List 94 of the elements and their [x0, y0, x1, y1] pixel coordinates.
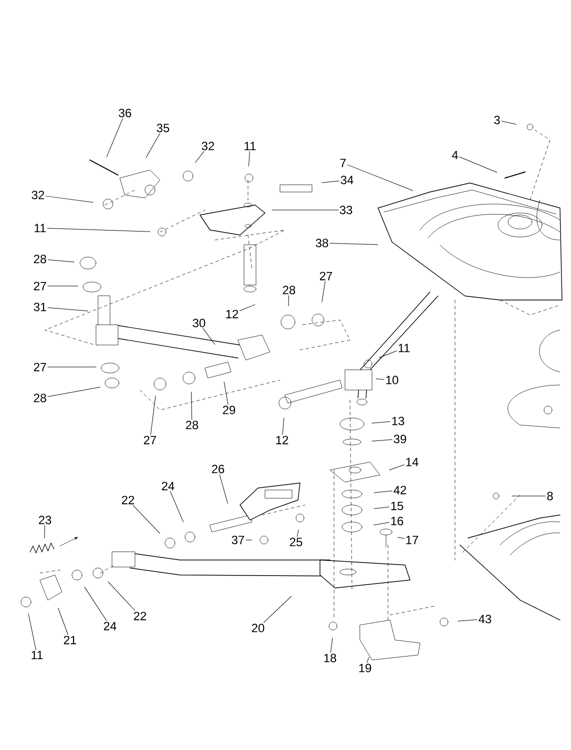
callout-number: 28 — [282, 286, 296, 294]
callout-number: 11 — [34, 224, 46, 232]
leader-line — [46, 196, 94, 203]
leader-line — [398, 537, 404, 539]
callout-number: 22 — [122, 496, 134, 504]
callout-number: 32 — [32, 190, 44, 200]
leader-line — [47, 228, 150, 232]
callout-number: 13 — [392, 416, 404, 426]
leader-line — [28, 614, 36, 650]
leader-line — [48, 386, 100, 397]
leader-line — [170, 491, 184, 522]
leader-line — [84, 586, 107, 621]
leader-line — [48, 307, 88, 312]
callout-number: 37 — [232, 536, 244, 544]
callout-number: 11 — [32, 650, 43, 660]
leader-line — [282, 418, 284, 435]
callout-number: 33 — [340, 206, 352, 214]
leader-line — [224, 382, 228, 405]
callout-number: 19 — [359, 664, 372, 672]
leader-line — [366, 657, 370, 663]
callout-number: 28 — [34, 394, 46, 402]
leader-line — [378, 350, 397, 358]
leader-line — [322, 281, 326, 302]
leader-line — [48, 259, 74, 262]
leader-line — [458, 619, 478, 622]
leader-line — [374, 506, 390, 509]
callout-number: 29 — [222, 406, 236, 414]
callout-number: 27 — [34, 362, 46, 372]
callout-number: 30 — [192, 318, 206, 328]
leader-line — [202, 328, 216, 345]
leader-line — [501, 120, 517, 125]
callout-number: 10 — [386, 376, 398, 384]
callout-number: 27 — [144, 436, 156, 444]
callout-number: 38 — [316, 238, 328, 248]
leader-line — [219, 474, 228, 504]
callout-number: 17 — [406, 536, 418, 544]
leader-line — [322, 180, 340, 183]
callout-number: 43 — [478, 614, 492, 624]
callout-number: 3 — [494, 116, 500, 124]
callout-number: 11 — [244, 142, 256, 150]
callout-number: 22 — [134, 612, 146, 620]
callout-number: 39 — [394, 434, 406, 444]
callout-number: 32 — [202, 142, 214, 150]
callout-number: 18 — [324, 654, 336, 662]
leader-line — [330, 242, 378, 245]
leader-line — [330, 638, 333, 653]
callout-number: 12 — [276, 436, 288, 444]
callout-number: 26 — [212, 464, 224, 474]
leader-line — [372, 439, 392, 442]
leader-line — [191, 392, 192, 420]
callout-number: 24 — [162, 482, 174, 490]
leader-line — [374, 490, 392, 493]
callout-number: 31 — [34, 302, 46, 312]
callout-number: 11 — [398, 344, 410, 352]
leader-line — [296, 530, 299, 537]
callout-number: 20 — [252, 624, 264, 632]
leader-line — [150, 396, 156, 435]
leader-line — [248, 151, 250, 166]
leader-line — [372, 421, 390, 424]
leader-line — [288, 295, 290, 306]
callout-number: 8 — [547, 492, 553, 500]
leader-line — [347, 164, 414, 191]
callout-number: 7 — [340, 158, 346, 168]
leader-line — [58, 608, 68, 635]
callout-number: 27 — [34, 282, 46, 290]
callout-number: 4 — [452, 150, 458, 160]
callout-number: 16 — [391, 516, 404, 526]
leader-line — [195, 151, 204, 163]
callout-number: 27 — [320, 272, 332, 280]
leader-line — [240, 304, 256, 312]
callout-number: 21 — [64, 636, 76, 644]
callout-number: 28 — [186, 420, 198, 430]
leader-line — [108, 582, 136, 611]
callout-number: 25 — [290, 538, 302, 546]
callout-number: 12 — [226, 310, 238, 318]
callout-number: 34 — [340, 176, 354, 184]
callout-number: 36 — [118, 108, 132, 118]
leader-line — [132, 505, 160, 534]
leader-line — [44, 525, 46, 538]
leader-line — [374, 522, 390, 526]
leader-line — [106, 118, 123, 158]
leader-line — [48, 366, 96, 368]
leader-line — [263, 596, 292, 623]
callout-number: 28 — [34, 254, 46, 264]
callout-number: 14 — [406, 458, 418, 466]
leader-line — [389, 464, 404, 470]
callout-number: 35 — [156, 124, 170, 132]
leader-line — [146, 133, 160, 158]
callout-number: 15 — [391, 502, 404, 510]
leader-line — [376, 378, 384, 380]
leader-line — [459, 156, 498, 173]
callout-number: 24 — [104, 622, 116, 630]
callout-number: 23 — [38, 516, 52, 524]
callout-number: 42 — [394, 486, 406, 494]
